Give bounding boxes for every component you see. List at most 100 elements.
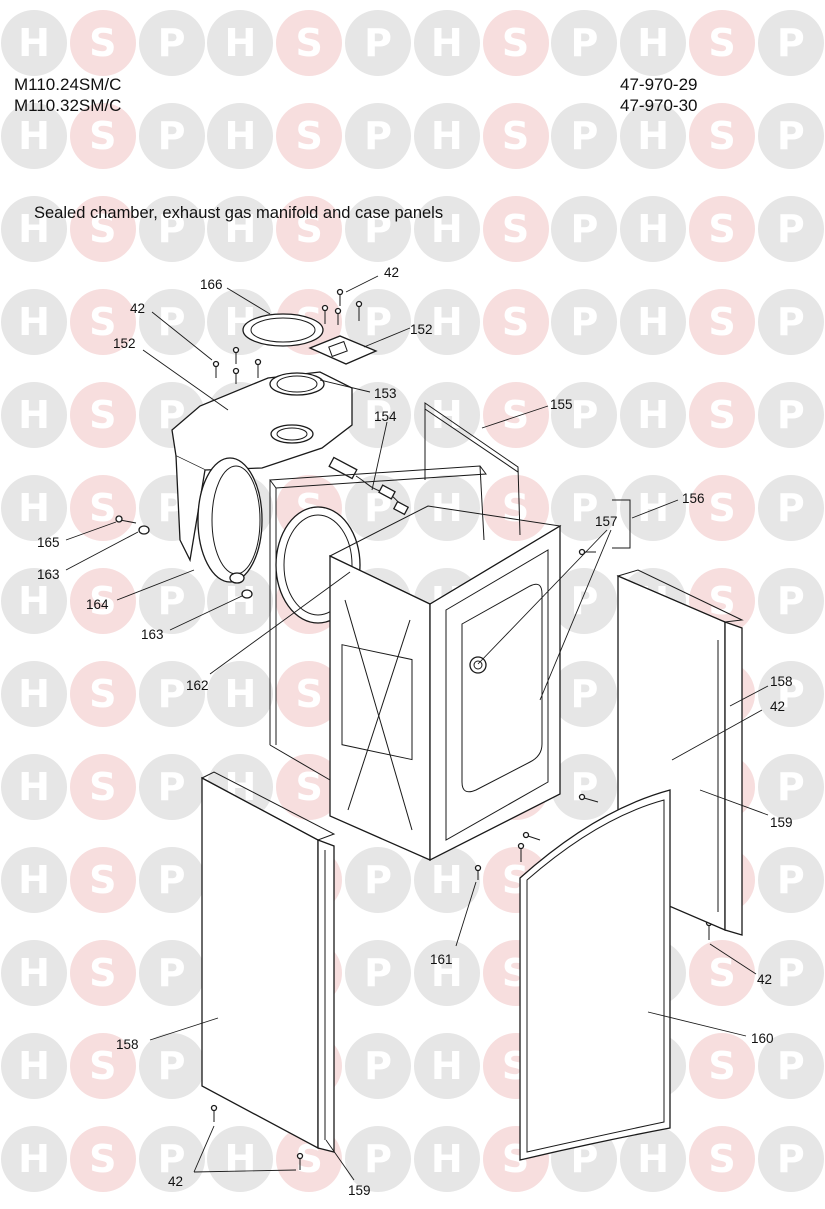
watermark-disc: S — [69, 382, 136, 448]
sensor-lead — [328, 456, 410, 516]
watermark-disc: S — [69, 754, 136, 820]
watermark-disc: S — [276, 196, 343, 262]
callout-label: 155 — [550, 397, 573, 412]
watermark-disc: S — [689, 1126, 755, 1192]
watermark-disc: S — [69, 10, 136, 76]
model-numbers: M110.24SM/C M110.32SM/C — [14, 74, 121, 116]
callout-label: 160 — [751, 1031, 774, 1046]
watermark-disc: H — [413, 289, 480, 355]
watermark-disc: S — [689, 10, 755, 76]
watermark-disc: H — [1, 382, 67, 448]
sealed-chamber-case — [328, 505, 562, 862]
watermark-disc: S — [689, 1033, 755, 1099]
flange-plate — [308, 335, 378, 365]
watermark-disc: P — [138, 103, 205, 169]
watermark-disc: S — [69, 1126, 136, 1192]
screws-top — [212, 288, 363, 384]
watermark-disc: S — [69, 475, 136, 541]
watermark-disc: P — [138, 847, 205, 913]
watermark-disc: H — [1, 754, 67, 820]
watermark-disc: H — [413, 1126, 480, 1192]
watermark-disc: S — [276, 103, 343, 169]
watermark-disc: H — [207, 196, 274, 262]
watermark-disc: S — [69, 568, 136, 634]
watermark-disc: P — [138, 568, 205, 634]
watermark-disc: H — [1, 103, 67, 169]
watermark-disc: S — [69, 103, 136, 169]
watermark-disc: P — [551, 103, 618, 169]
watermark-disc: P — [345, 1033, 411, 1099]
watermark-disc: P — [138, 196, 205, 262]
watermark-disc: P — [551, 661, 618, 727]
watermark-disc: P — [138, 1033, 205, 1099]
watermark-disc: H — [207, 103, 274, 169]
watermark-disc: S — [689, 289, 755, 355]
callout-label: 42 — [384, 265, 399, 280]
watermark-disc: P — [551, 382, 618, 448]
watermark-disc: S — [482, 475, 549, 541]
watermark-disc: H — [1, 661, 67, 727]
watermark-disc: P — [345, 10, 411, 76]
watermark-disc: P — [345, 196, 411, 262]
exhaust-gas-manifold — [171, 371, 353, 583]
callout-label: 42 — [130, 301, 145, 316]
watermark-disc: P — [345, 103, 411, 169]
watermark-disc: H — [413, 940, 480, 1006]
watermark-disc: H — [620, 289, 687, 355]
watermark-disc: S — [69, 289, 136, 355]
leader-lines — [65, 275, 769, 1181]
watermark-disc: P — [757, 754, 824, 820]
side-panel-left — [200, 771, 336, 1153]
callout-label: 159 — [770, 815, 793, 830]
watermark-disc: H — [1, 847, 67, 913]
bracket-marker — [612, 499, 631, 549]
gc-numbers: 47-970-29 47-970-30 — [620, 74, 698, 116]
watermark-disc: P — [757, 1033, 824, 1099]
watermark-disc: P — [138, 289, 205, 355]
watermark-disc: S — [689, 196, 755, 262]
watermark-disc: P — [757, 661, 824, 727]
screw-washer-left — [115, 515, 253, 599]
watermark-disc: H — [1, 568, 67, 634]
watermark-disc: P — [551, 289, 618, 355]
watermark-disc: P — [757, 196, 824, 262]
watermark-disc: H — [413, 10, 480, 76]
watermark-disc: P — [757, 940, 824, 1006]
callout-label: 163 — [37, 567, 60, 582]
callout-label: 42 — [770, 699, 785, 714]
watermark-disc: H — [413, 1033, 480, 1099]
watermark-disc: S — [482, 103, 549, 169]
watermark-disc: P — [138, 661, 205, 727]
watermark-disc: H — [620, 196, 687, 262]
watermark-disc: H — [1, 1033, 67, 1099]
gasket-ring — [242, 313, 324, 347]
watermark-disc: H — [1, 940, 67, 1006]
watermark-disc: H — [620, 1126, 687, 1192]
watermark-disc: S — [69, 661, 136, 727]
watermark-disc: S — [689, 103, 755, 169]
watermark-disc: P — [138, 10, 205, 76]
callout-labels: 42 166 42 152 152 153 154 155 156 157 16… — [37, 265, 793, 1198]
watermark-disc: P — [551, 10, 618, 76]
watermark-disc: H — [1, 196, 67, 262]
callout-label: 154 — [374, 409, 397, 424]
model-number: M110.24SM/C — [14, 75, 122, 94]
watermark-disc: S — [482, 1126, 549, 1192]
watermark-disc: H — [207, 1126, 274, 1192]
watermark-disc: S — [482, 196, 549, 262]
watermark-disc: H — [413, 103, 480, 169]
watermark-disc: P — [757, 289, 824, 355]
callout-label: 158 — [770, 674, 793, 689]
watermark-disc: S — [276, 10, 343, 76]
watermark-disc: H — [1, 10, 67, 76]
watermark-disc: S — [689, 940, 755, 1006]
callout-label: 161 — [430, 952, 453, 967]
callout-label: 157 — [595, 514, 618, 529]
watermark-disc: S — [689, 475, 755, 541]
watermark-disc: S — [69, 196, 136, 262]
watermark-disc: S — [689, 382, 755, 448]
callout-label: 42 — [168, 1174, 183, 1189]
watermark-disc: H — [413, 196, 480, 262]
watermark-disc: P — [138, 940, 205, 1006]
